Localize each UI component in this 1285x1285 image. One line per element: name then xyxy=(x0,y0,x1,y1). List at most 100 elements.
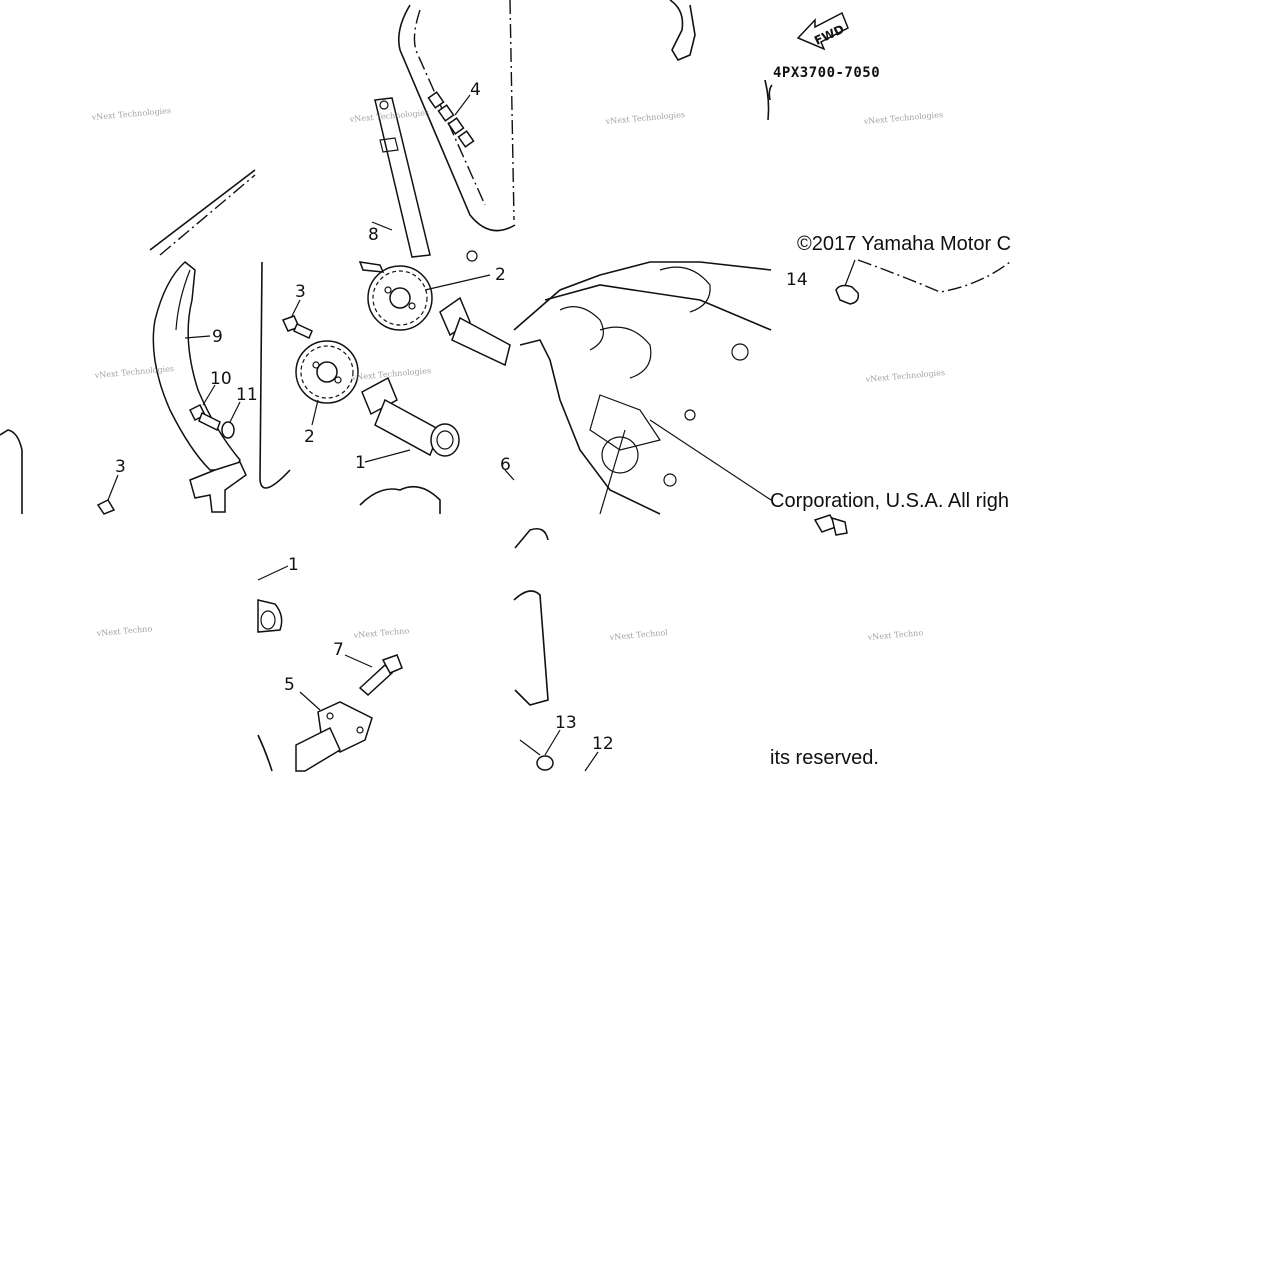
tile-lower-center-right: 13 12 xyxy=(513,527,614,772)
leader-10 xyxy=(202,384,216,406)
watermark-7: vNext Technologies xyxy=(864,368,945,384)
callout-2-lower: 2 xyxy=(304,427,315,447)
cylinder-head-part xyxy=(513,261,772,515)
cam-sprocket-lower-part xyxy=(295,340,359,404)
tile-top-right: FWD 4PX3700-7050 xyxy=(768,11,880,101)
watermark-4: vNext Technologies xyxy=(862,110,943,126)
crankcase-edge-fragment xyxy=(513,590,549,706)
callout-1-lower: 1 xyxy=(288,555,299,575)
gear-fragment xyxy=(359,485,441,514)
leader-9 xyxy=(184,335,211,339)
leader-4 xyxy=(454,94,471,116)
tile-top-left xyxy=(149,169,256,256)
copyright-line-1: ©2017 Yamaha Motor C xyxy=(797,233,1011,255)
clip-fragment xyxy=(514,527,549,549)
chain-outline-inner xyxy=(413,9,486,206)
seal-line xyxy=(519,739,541,756)
leader-7 xyxy=(344,654,373,668)
bolt-right-part xyxy=(813,514,848,536)
callout-8: 8 xyxy=(368,225,379,245)
leader-6 xyxy=(504,469,515,481)
leader-3-lower xyxy=(107,474,119,501)
leader-13 xyxy=(544,729,561,756)
callout-11: 11 xyxy=(236,385,258,405)
callout-9: 9 xyxy=(212,327,223,347)
outline-fragment-2 xyxy=(768,84,773,101)
leader-2-upper xyxy=(424,274,491,291)
watermark-9: vNext Techno xyxy=(352,626,409,640)
copyright-line-2: Corporation, U.S.A. All righ xyxy=(770,490,1009,512)
camshaft-upper-part xyxy=(439,296,511,367)
watermark-10: vNext Technol xyxy=(608,628,668,642)
leader-1-lower xyxy=(257,565,289,581)
outline-fragment xyxy=(764,79,770,121)
watermark-8: vNext Techno xyxy=(95,624,152,638)
callout-3-upper: 3 xyxy=(295,282,306,302)
callout-13: 13 xyxy=(555,713,577,733)
chain-guide-clip xyxy=(379,137,399,153)
callout-10: 10 xyxy=(210,369,232,389)
callout-14: 14 xyxy=(786,270,808,290)
watermark-6: vNext Technologies xyxy=(350,366,431,382)
outline-dashed-right xyxy=(857,259,1011,293)
tile-top-center-left: 8 4 xyxy=(368,4,516,262)
tile-lower-right: its reserved. xyxy=(770,514,879,769)
cam-sprocket-upper-part xyxy=(367,265,433,331)
leader-11 xyxy=(229,401,241,423)
camshaft-end-part xyxy=(257,599,283,633)
diagram-code: 4PX3700-7050 xyxy=(773,65,880,81)
camshaft-lower-part xyxy=(361,376,460,457)
bolt-head-fragment xyxy=(466,250,478,262)
tensioner-guide-part xyxy=(152,261,241,471)
guide-bracket-part xyxy=(189,461,247,513)
leader-14 xyxy=(844,259,856,287)
plug-14-part xyxy=(835,284,860,305)
crankcase-fragment xyxy=(0,429,23,514)
callout-4: 4 xyxy=(470,80,481,100)
lower-outline-fragment xyxy=(257,734,273,772)
watermark-11: vNext Techno xyxy=(866,628,923,642)
cover-outline-lower xyxy=(259,261,291,489)
washer-11-part xyxy=(221,421,235,439)
leader-12 xyxy=(584,751,599,772)
tile-lower-center-left: 1 7 5 xyxy=(257,555,403,772)
callout-12: 12 xyxy=(592,734,614,754)
chain-outline-outer xyxy=(397,4,516,232)
bolt-3-lower-part xyxy=(96,499,116,515)
leader-8 xyxy=(371,221,393,231)
tensioner-blade-fragment xyxy=(669,0,696,62)
leader-5 xyxy=(299,691,321,711)
guide-inner-line xyxy=(175,269,191,331)
bolt-3-upper-part xyxy=(281,315,313,340)
tile-mid-right: ©2017 Yamaha Motor C 14 Corporation, U.S… xyxy=(770,233,1011,512)
callout-2-upper: 2 xyxy=(495,265,506,285)
copyright-line-3: its reserved. xyxy=(770,747,879,769)
watermark-3: vNext Technologies xyxy=(604,110,685,126)
chain-tensioner-part xyxy=(295,701,373,772)
tile-mid-center-left: 2 2 3 1 xyxy=(259,261,506,514)
chain-guide-part xyxy=(374,97,431,258)
center-line-fragment xyxy=(509,0,515,221)
bolt-7-part xyxy=(358,654,403,697)
callout-1: 1 xyxy=(355,453,366,473)
callout-3-lower: 3 xyxy=(115,457,126,477)
cam-chain-line xyxy=(159,174,256,256)
leader-3-upper xyxy=(291,299,301,317)
timing-chain-part xyxy=(427,91,475,148)
tile-mid-center-right: 6 xyxy=(439,261,772,515)
callout-6: 6 xyxy=(500,455,511,475)
cover-outline xyxy=(149,169,256,251)
washer-13-part xyxy=(536,755,554,771)
watermark-1: vNext Technologies xyxy=(90,106,171,122)
callout-7: 7 xyxy=(333,640,344,660)
chain-guide-hole xyxy=(379,100,389,110)
bolt-10-part xyxy=(188,403,221,432)
leader-2-lower xyxy=(311,399,319,426)
tile-mid-left: 9 10 11 3 xyxy=(0,261,258,515)
callout-5: 5 xyxy=(284,675,295,695)
bolt-upper-fragment xyxy=(358,261,385,273)
fwd-arrow-icon: FWD xyxy=(796,11,849,51)
leader-1 xyxy=(364,449,411,463)
tile-top-center-right xyxy=(509,0,770,221)
